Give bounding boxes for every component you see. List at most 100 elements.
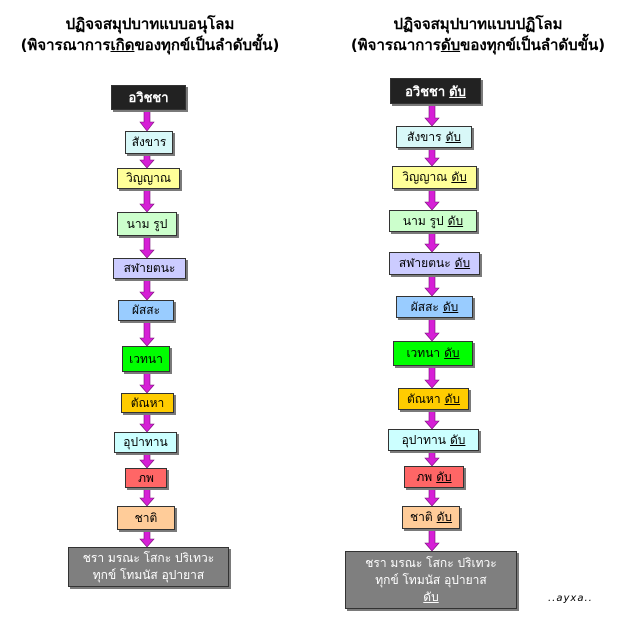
right-node-jati-dap: ดับ xyxy=(436,510,453,524)
left-arrow-5 xyxy=(139,278,155,301)
right-final-line2: ทุกข์ โทมนัส อุปายาส xyxy=(375,572,487,587)
right-node-upadana-label: อุปาทาน xyxy=(401,432,446,447)
left-arrow-7 xyxy=(139,371,155,394)
left-node-jaramarana: ชรา มรณะ โสกะ ปริเทวะ ทุกข์ โทมนัส อุปาย… xyxy=(68,547,229,587)
right-title: ปฏิจจสมุปบาทแบบปฏิโลม (พิจารณาการดับของท… xyxy=(312,14,644,56)
signature: ..ayxa.. xyxy=(548,593,593,604)
left-node-avijja-label: อวิชชา xyxy=(128,91,169,106)
left-title-line2-pre: (พิจารณาการ xyxy=(20,36,111,54)
left-final-line2: ทุกข์ โทมนัส อุปายาส xyxy=(92,568,205,582)
right-arrow-11 xyxy=(424,528,440,552)
right-node-jati: ชาติดับ xyxy=(402,506,460,529)
right-node-phassa-dap: ดับ xyxy=(442,299,459,314)
left-final-line1: ชรา มรณะ โสกะ ปริเทวะ xyxy=(82,551,215,565)
right-node-vedana-dap: ดับ xyxy=(444,346,460,360)
right-node-avijja: อวิชชาดับ xyxy=(390,78,481,104)
left-node-namarupa: นาม รูป xyxy=(117,212,177,236)
left-node-tanha: ตัณหา xyxy=(121,393,174,413)
left-node-bhava-label: ภพ xyxy=(138,470,154,485)
right-node-vinnana-dap: ดับ xyxy=(451,170,467,184)
right-title-line2-post: ของทุกข์เป็นลำดับขั้น) xyxy=(460,36,606,54)
left-arrow-3 xyxy=(139,188,155,213)
left-node-bhava: ภพ xyxy=(125,468,167,488)
left-node-vinnana: วิญญาณ xyxy=(117,168,180,189)
right-node-vedana-label: เวทนา xyxy=(406,346,441,360)
right-node-sankhara-dap: ดับ xyxy=(445,129,461,144)
left-title: ปฏิจจสมุปบาทแบบอนุโลม (พิจารณาการเกิดของ… xyxy=(0,14,300,56)
right-node-upadana: อุปาทาน ดับ xyxy=(388,429,479,451)
left-node-salayatana: สฬายตนะ xyxy=(113,258,186,279)
left-arrow-1 xyxy=(139,109,155,132)
left-title-line2: (พิจารณาการเกิดของทุกข์เป็นลำดับขั้น) xyxy=(0,35,300,56)
right-node-tanha: ตัณหาดับ xyxy=(398,388,469,410)
right-title-line1: ปฏิจจสมุปบาทแบบปฏิโลม xyxy=(393,15,563,33)
left-arrow-2 xyxy=(139,153,155,169)
right-arrow-1 xyxy=(424,103,440,127)
left-node-avijja: อวิชชา xyxy=(111,85,186,110)
right-node-tanha-dap: ดับ xyxy=(444,391,460,406)
right-node-jaramarana: ชรา มรณะ โสกะ ปริเทวะ ทุกข์ โทมนัส อุปาย… xyxy=(345,551,517,609)
left-node-namarupa-label: นาม รูป xyxy=(126,216,168,231)
right-node-vinnana: วิญญาณดับ xyxy=(392,166,477,189)
left-node-sankhara: สังขาร xyxy=(125,131,173,154)
right-node-tanha-label: ตัณหา xyxy=(407,391,441,406)
left-node-vinnana-label: วิญญาณ xyxy=(125,171,172,185)
left-arrows xyxy=(139,109,155,548)
right-node-bhava: ภพดับ xyxy=(404,466,464,488)
left-arrow-10 xyxy=(139,487,155,507)
right-title-line2: (พิจารณาการดับของทุกข์เป็นลำดับขั้น) xyxy=(312,35,644,56)
right-node-upadana-dap: ดับ xyxy=(450,432,466,447)
right-arrow-7 xyxy=(424,365,440,389)
right-node-namarupa-dap: ดับ xyxy=(447,213,464,228)
left-node-phassa-label: ผัสสะ xyxy=(131,303,161,317)
left-arrow-6 xyxy=(139,320,155,347)
right-arrow-4 xyxy=(424,231,440,253)
left-title-line2-underlined: เกิด xyxy=(110,36,135,54)
right-node-vinnana-label: วิญญาณ xyxy=(402,170,448,184)
right-node-sankhara-label: สังขาร xyxy=(407,129,442,144)
left-title-line1: ปฏิจจสมุปบาทแบบอนุโลม xyxy=(65,15,235,33)
right-node-salayatana-label: สฬายตนะ xyxy=(398,256,451,270)
left-node-vedana-label: เวทนา xyxy=(129,351,163,366)
right-arrow-2 xyxy=(424,147,440,167)
right-node-vedana: เวทนาดับ xyxy=(393,341,473,366)
right-arrow-10 xyxy=(424,487,440,507)
left-arrow-9 xyxy=(139,452,155,469)
right-final-line1: ชรา มรณะ โสกะ ปริเทวะ xyxy=(365,555,497,570)
right-arrows xyxy=(424,103,440,552)
right-title-line2-underlined: ดับ xyxy=(440,36,461,54)
left-node-upadana-label: อุปาทาน xyxy=(123,435,168,449)
right-node-phassa: ผัสสะดับ xyxy=(396,296,473,318)
right-node-sankhara: สังขารดับ xyxy=(396,126,472,148)
left-node-upadana: อุปาทาน xyxy=(114,432,177,453)
left-node-vedana: เวทนา xyxy=(122,346,170,372)
right-arrow-3 xyxy=(424,188,440,211)
right-node-bhava-label: ภพ xyxy=(416,469,433,484)
right-node-bhava-dap: ดับ xyxy=(436,469,452,484)
left-node-jati-label: ชาติ xyxy=(134,510,158,525)
right-node-avijja-label: อวิชชา xyxy=(405,84,446,100)
left-node-tanha-label: ตัณหา xyxy=(130,395,165,410)
right-arrow-8 xyxy=(424,409,440,430)
left-node-sankhara-label: สังขาร xyxy=(131,135,167,149)
right-node-namarupa-label: นาม รูป xyxy=(402,213,444,228)
left-arrow-4 xyxy=(139,235,155,259)
left-node-salayatana-label: สฬายตนะ xyxy=(123,261,176,275)
right-final-dap: ดับ xyxy=(423,589,439,604)
right-node-phassa-label: ผัสสะ xyxy=(410,299,439,314)
right-node-jati-label: ชาติ xyxy=(409,510,433,524)
right-node-salayatana: สฬายตนะดับ xyxy=(389,252,480,275)
right-node-avijja-dap: ดับ xyxy=(449,84,466,100)
right-title-line2-pre: (พิจารณาการ xyxy=(350,36,441,54)
right-arrow-9 xyxy=(424,450,440,467)
right-node-salayatana-dap: ดับ xyxy=(454,256,471,270)
right-arrow-5 xyxy=(424,274,440,297)
left-arrow-8 xyxy=(139,412,155,433)
right-node-namarupa: นาม รูปดับ xyxy=(389,210,477,232)
left-node-jati: ชาติ xyxy=(117,506,175,530)
left-node-phassa: ผัสสะ xyxy=(118,300,174,321)
left-arrow-11 xyxy=(139,529,155,548)
left-title-line2-post: ของทุกข์เป็นลำดับขั้น) xyxy=(134,36,280,54)
right-arrow-6 xyxy=(424,317,440,342)
